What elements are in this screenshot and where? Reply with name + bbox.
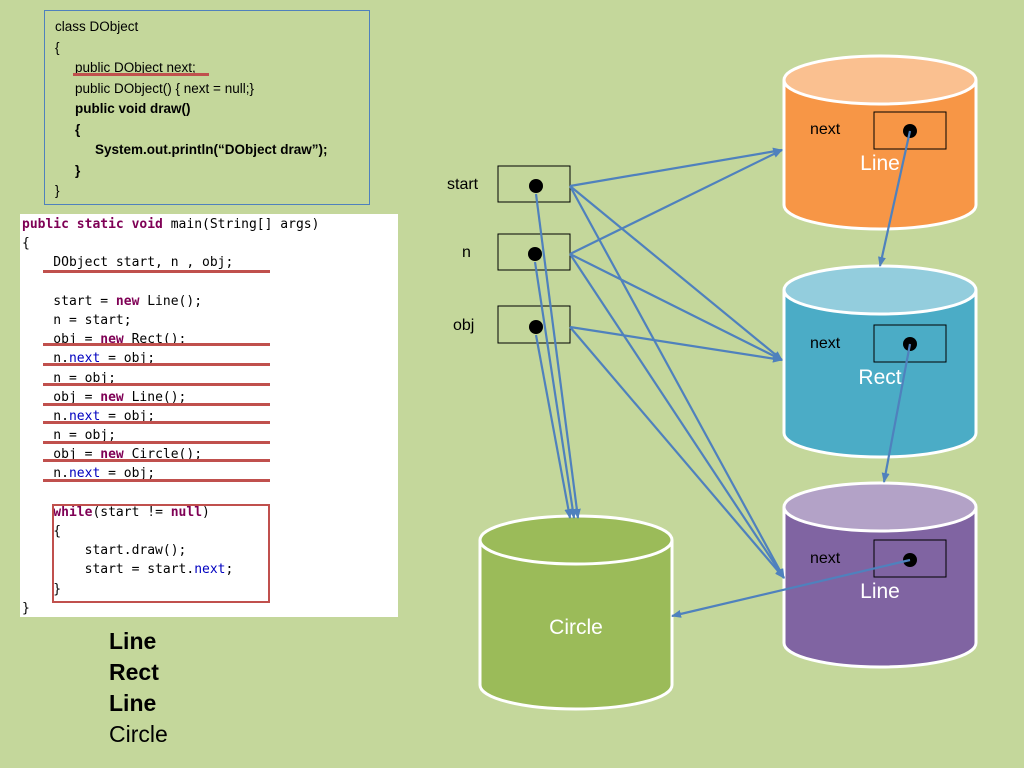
arrow-rect-next-to-line-bottom [881,343,912,483]
code-line: start.draw(); [22,543,187,559]
code-line: { [22,236,30,252]
draw-open-brace: { [75,121,81,137]
circle-object: Circle [478,514,674,711]
code-line: n.next = obj; [22,466,156,482]
output-line-4: Circle [109,721,168,747]
underline-declaration [43,270,270,273]
ref-obj: obj [453,305,571,344]
code-line: n = obj; [22,370,116,386]
while-loop-highlight [52,504,270,603]
rect-object: next Rect [782,264,978,459]
line-top-next-box [873,111,947,150]
arrow-n-to-circle [533,261,577,519]
rect-next-box [873,324,947,363]
arrow-start-to-line-bottom [569,185,785,579]
code-line: } [22,581,62,597]
draw-close-brace: } [75,162,81,178]
class-close-brace: } [55,183,60,198]
reference-arrows [533,130,912,618]
arrow-start-to-line-top [569,147,783,188]
code-line: public static void main(String[] args) [22,217,320,232]
ref-obj-pointer [529,320,543,334]
ref-start-label: start [447,176,479,193]
ref-obj-box [497,305,571,344]
main-code-box: public static void main(String[] args) {… [20,214,398,617]
arrow-obj-to-line-bottom [569,326,785,579]
arrow-n-to-line-top [569,149,783,255]
circle-name: Circle [549,616,603,639]
output-list: Line Rect Line Circle [109,626,168,750]
output-line-2: Rect [109,659,159,685]
code-line: n.next = obj; [22,408,156,424]
underline-n-obj-2 [43,441,270,444]
underline-next-3 [43,479,270,482]
code-line: start = new Line(); [22,293,203,309]
class-definition-box: class DObject { public DObject next; pub… [44,10,370,205]
arrow-line-top-next-to-rect [878,130,912,267]
ref-start-pointer [529,179,543,193]
output-line-1: Line [109,628,157,654]
draw-method-signature: public void draw() [75,101,191,116]
ref-start: start [447,165,571,203]
underline-next-1 [43,363,270,366]
ref-start-box [497,165,571,203]
class-open-brace: { [55,39,60,55]
code-line: obj = new Line(); [22,389,187,405]
line-top-name: Line [860,152,900,175]
arrow-obj-to-circle [534,334,573,519]
line-object-top: next Line [782,54,978,231]
line-object-bottom: next Line [782,481,978,669]
underline-new-line [43,403,270,406]
underline-new-rect [43,343,270,346]
ref-n: n [462,233,571,271]
code-line: { [22,524,62,539]
arrow-n-to-line-bottom [569,253,785,579]
ref-n-label: n [462,244,471,261]
class-line: class DObject [55,19,139,34]
code-line: } [22,600,30,616]
ref-n-pointer [528,247,542,261]
ref-n-box [497,233,571,271]
line-bottom-next-box [873,539,947,578]
code-line: DObject start, n , obj; [22,255,234,271]
code-line: n = obj; [22,428,116,444]
arrow-obj-to-rect [569,325,783,363]
rect-next-label: next [810,335,841,352]
line-bottom-name: Line [860,580,900,603]
arrow-start-to-rect [569,185,783,361]
line-bottom-next-label: next [810,550,841,567]
rect-name: Rect [858,366,901,389]
code-line: n = start; [22,312,132,328]
arrow-line-bottom-next-to-circle [671,558,911,618]
field-next-declaration: public DObject next; [75,60,196,75]
output-line-3: Line [109,690,157,716]
code-line: obj = new Circle(); [22,447,203,463]
field-next-underline [73,73,209,76]
arrow-start-to-circle [534,193,581,519]
code-line: start = start.next; [22,562,234,578]
ref-obj-label: obj [453,317,474,334]
line-top-next-label: next [810,121,841,138]
underline-n-obj-1 [43,383,270,386]
code-line: while(start != null) [22,504,210,520]
constructor-line: public DObject() { next = null;} [75,80,254,96]
code-line: n.next = obj; [22,351,156,367]
underline-next-2 [43,421,270,424]
underline-new-circle [43,459,270,462]
arrow-n-to-rect [569,253,783,361]
draw-body: System.out.println(“DObject draw”); [95,142,328,157]
